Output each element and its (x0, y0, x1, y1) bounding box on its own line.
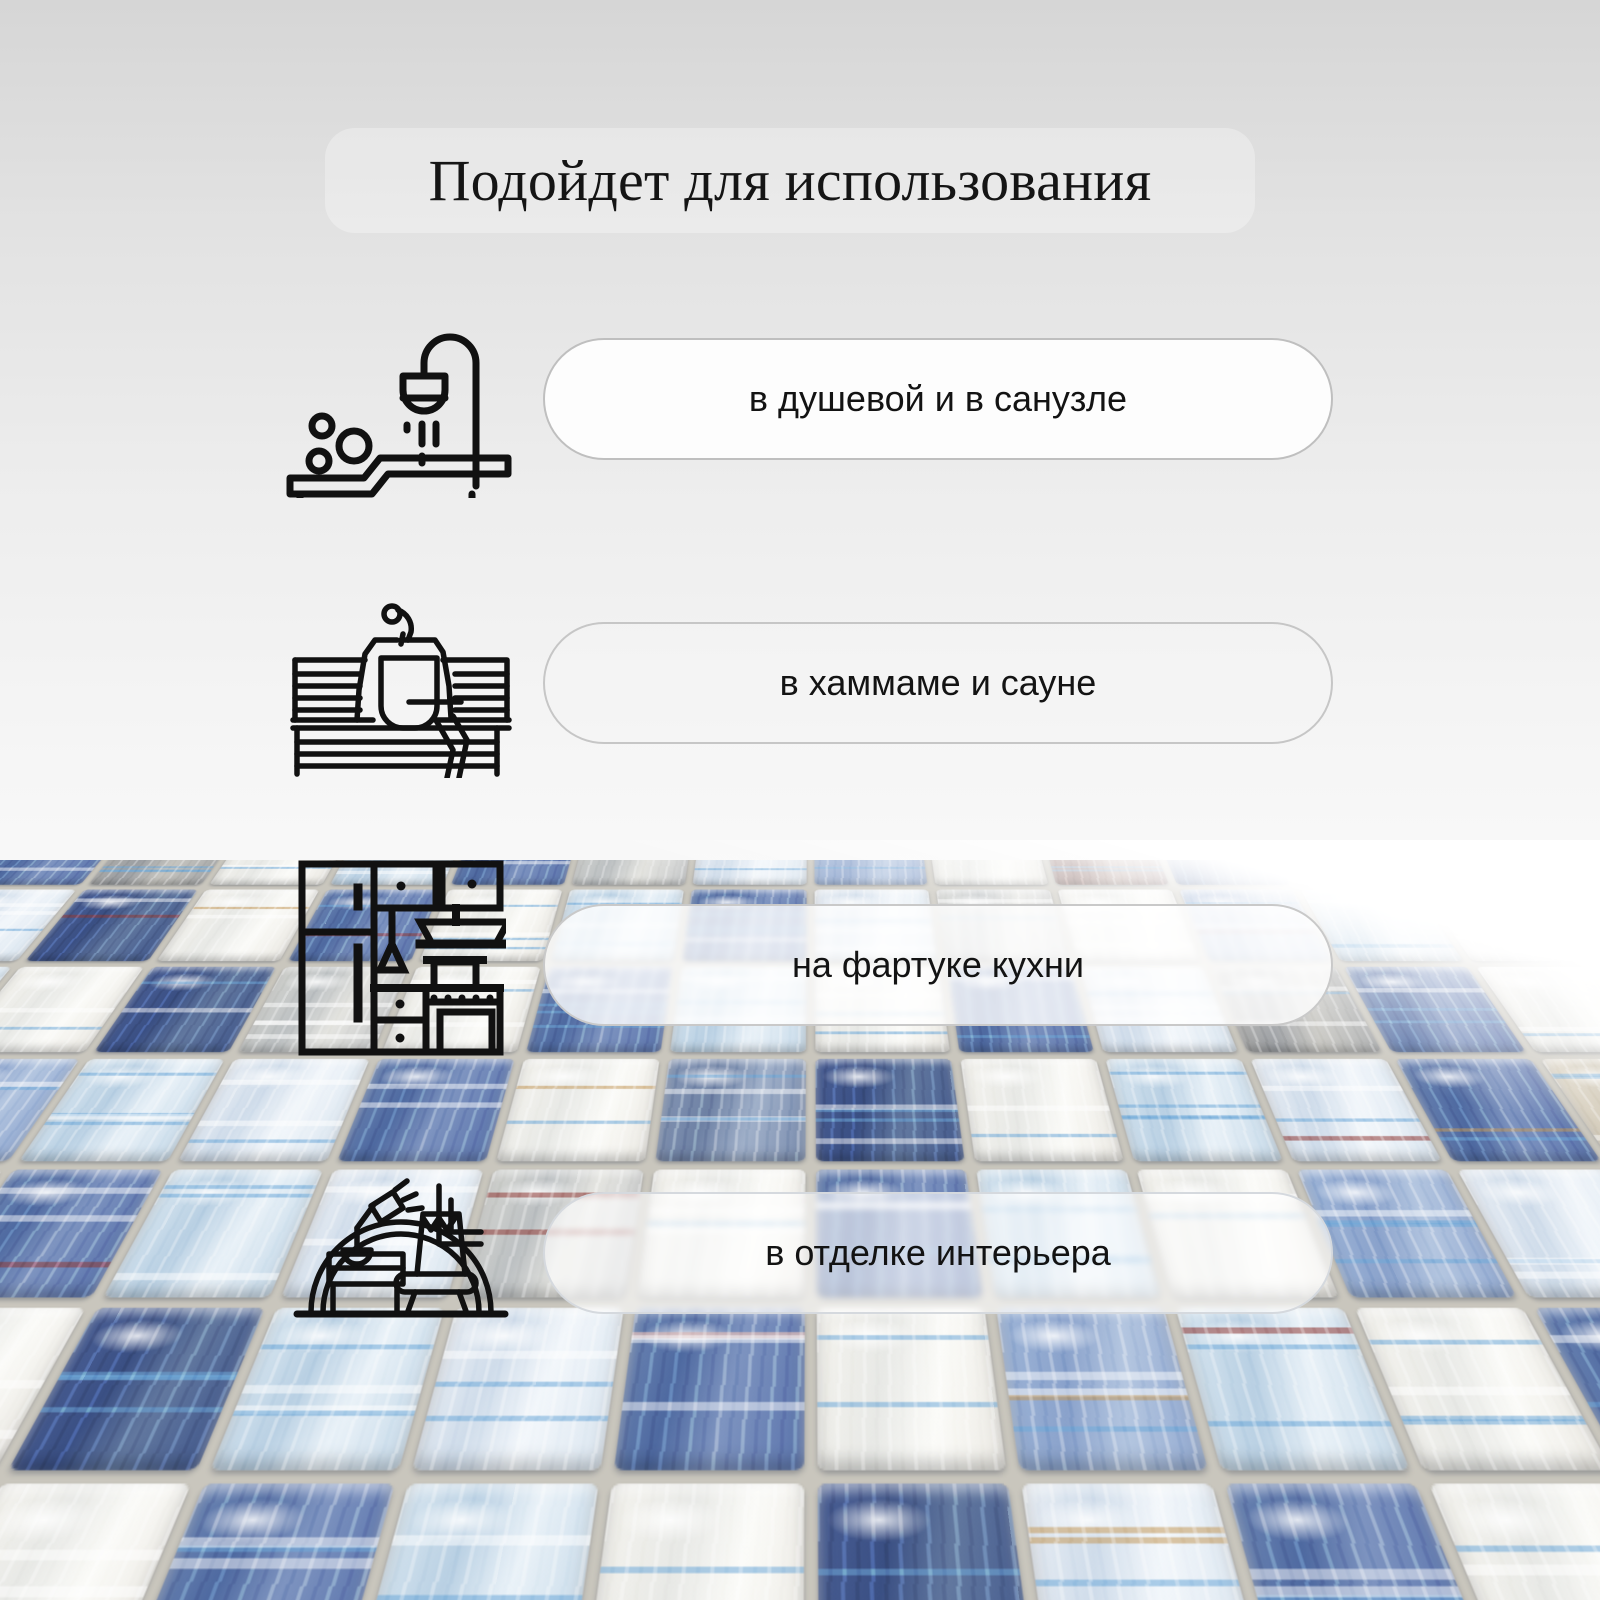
mosaic-tile-streak (1112, 1117, 1273, 1120)
mosaic-tile-streak (960, 1106, 1118, 1111)
mosaic-tile (584, 1484, 803, 1600)
mosaic-tile-streak (816, 1402, 1005, 1407)
mosaic-tile-streak (1543, 1075, 1600, 1078)
mosaic-tile-streak (0, 1550, 176, 1561)
mosaic-tile-streak (1244, 1596, 1476, 1600)
mosaic-tile-streak (996, 1389, 1198, 1397)
mosaic-tile-streak (250, 1344, 445, 1349)
mosaic-tile-streak (0, 1585, 161, 1596)
mosaic-tile-streak (1443, 1546, 1600, 1552)
usage-pill-bathroom[interactable]: в душевой и в санузле (543, 338, 1333, 460)
mosaic-tile-streak (1358, 1340, 1553, 1345)
mosaic-tile-streak (1266, 1119, 1428, 1122)
mosaic-tile-streak (0, 1082, 72, 1087)
usage-label-kitchen: на фартуке кухни (792, 944, 1084, 986)
mosaic-tile-streak (1112, 1115, 1273, 1118)
mosaic-tile-streak (36, 1122, 199, 1125)
usage-row-kitchen: на фартуке кухни (0, 858, 1600, 1058)
mosaic-tile-streak (615, 1401, 804, 1410)
mosaic-tile-streak (0, 1380, 56, 1388)
mosaic-tile-streak (365, 1594, 596, 1600)
mosaic-tile-streak (1109, 1105, 1269, 1108)
mosaic-tile-streak (1001, 1427, 1207, 1432)
bathtub-shower-icon (276, 300, 526, 500)
mosaic-tile-streak (815, 1108, 964, 1111)
mosaic-tile-streak (1241, 1586, 1474, 1597)
mosaic-tile-streak (0, 1430, 29, 1439)
mosaic-tile-streak (815, 1105, 964, 1110)
mosaic-tile-streak (657, 1089, 806, 1094)
usage-label-interior: в отделке интерьера (765, 1232, 1111, 1274)
mosaic-tile-streak (48, 1374, 248, 1379)
mosaic-tile-streak (212, 1079, 369, 1084)
mosaic-tile-streak (1450, 1564, 1600, 1575)
mosaic-tile-streak (815, 1119, 964, 1122)
mosaic-tile-streak (158, 1558, 386, 1569)
mosaic-tile-streak (223, 1405, 428, 1414)
mosaic-tile-streak (659, 1075, 805, 1078)
mosaic-tile-streak (1021, 1527, 1237, 1533)
mosaic-tile-streak (1022, 1580, 1251, 1587)
mosaic-tile-streak (351, 1102, 511, 1107)
mosaic-tile-streak (1576, 1403, 1600, 1408)
mosaic-tile-streak (1253, 1086, 1411, 1091)
mosaic-tile-streak (1425, 1128, 1589, 1131)
mosaic-tile-streak (70, 1072, 225, 1075)
mosaic-tile-streak (48, 1374, 248, 1379)
mosaic-tile-streak (656, 1116, 805, 1121)
mosaic-tile-streak (165, 1547, 390, 1553)
mosaic-tile-streak (1589, 1426, 1600, 1431)
usage-row-bathroom: в душевой и в санузле (0, 300, 1600, 500)
mosaic-tile-streak (232, 1385, 434, 1393)
mosaic-tile-streak (589, 1567, 804, 1573)
mosaic-tile-streak (167, 1537, 392, 1547)
title-chip: Подойдет для использования (325, 128, 1255, 233)
page-title: Подойдет для использования (429, 147, 1152, 214)
mosaic-tile-streak (189, 1121, 353, 1126)
mosaic-tile-streak (817, 1570, 1032, 1576)
sauna-person-bench-icon (276, 580, 526, 780)
mosaic-tile-streak (1377, 1387, 1581, 1395)
mosaic-tile-streak (1236, 1568, 1466, 1579)
mosaic-tile-streak (1105, 1072, 1255, 1075)
mosaic-tile-streak (433, 1350, 625, 1358)
mosaic-tile-streak (1175, 1345, 1370, 1350)
mosaic-tile-streak (49, 1372, 249, 1377)
mosaic-tile-streak (425, 1382, 625, 1387)
mosaic-tile-streak (997, 1395, 1199, 1400)
mosaic-tile-streak (1196, 1421, 1402, 1426)
usage-label-bathroom: в душевой и в санузле (749, 378, 1127, 420)
mosaic-tile (0, 1484, 192, 1600)
usage-label-sauna: в хаммаме и сауне (780, 662, 1097, 704)
mosaic-tile-streak (498, 1121, 660, 1124)
usage-pill-sauna[interactable]: в хаммаме и сауне (543, 622, 1333, 744)
mosaic-tile-streak (508, 1085, 660, 1088)
mosaic-tile (817, 1484, 1036, 1600)
mosaic-tile-streak (1390, 1419, 1597, 1424)
mosaic-tile-streak (1389, 1416, 1595, 1421)
mosaic-tile-streak (656, 1118, 805, 1121)
interior-desk-chair-circle-icon (276, 1140, 526, 1340)
mosaic-tile-streak (415, 1416, 620, 1421)
mosaic-tile-streak (39, 1114, 202, 1119)
usage-pill-interior[interactable]: в отделке интерьера (543, 1192, 1333, 1314)
usage-row-interior: в отделке интерьера (0, 1140, 1600, 1340)
kitchen-cabinets-stove-icon (276, 858, 526, 1058)
usage-row-sauna: в хаммаме и сауне (0, 580, 1600, 780)
mosaic-tile-streak (962, 1134, 1123, 1137)
mosaic-tile-streak (995, 1372, 1193, 1380)
mosaic-tile-streak (30, 1407, 235, 1412)
mosaic-tile-streak (1021, 1536, 1239, 1542)
mosaic-tile-streak (222, 1411, 427, 1416)
mosaic-tile-streak (380, 1535, 599, 1545)
usage-pill-kitchen[interactable]: на фартуке кухни (543, 904, 1333, 1026)
mosaic-tile-streak (42, 1113, 204, 1116)
mosaic-tile-streak (359, 1084, 515, 1089)
mosaic-tile-streak (0, 1086, 69, 1089)
mosaic-tile-streak (1542, 1074, 1600, 1077)
